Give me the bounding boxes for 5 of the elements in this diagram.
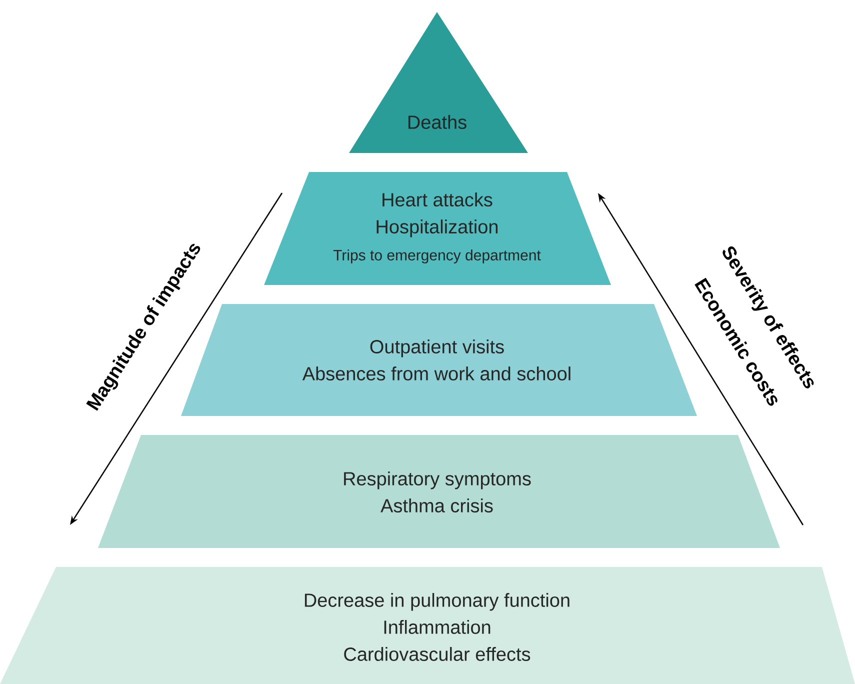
pyramid-band: Deaths [349, 12, 528, 153]
pyramid-band: Outpatient visits Absences from work and school [181, 304, 697, 416]
pyramid-band: Decrease in pulmonary function Inflammation Cardiovascular effects [0, 566, 855, 684]
pyramid-band: Respiratory symptoms Asthma crisis [98, 434, 780, 548]
pyramid-band: Heart attacks Hospitalization Trips to emergency department [264, 172, 611, 285]
